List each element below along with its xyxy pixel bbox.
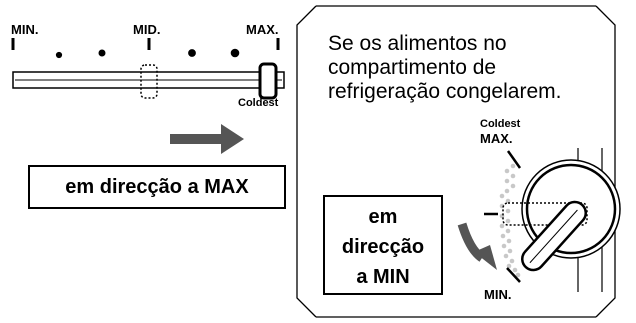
slider-mid-label: MID.	[133, 22, 161, 37]
direction-min-line: direcção	[341, 236, 425, 258]
dial-previous-position	[502, 202, 588, 226]
curved-arrow-icon	[457, 222, 497, 270]
instruction-text: Se os alimentos no compartimento de refr…	[328, 32, 618, 104]
instruction-line: Se os alimentos no	[328, 32, 507, 55]
right-arrow-icon	[170, 124, 244, 154]
dial-knob	[521, 200, 587, 272]
dial-min-label: MIN.	[484, 287, 512, 302]
dial-max-label: MAX.	[480, 131, 513, 146]
scale-dot	[230, 48, 240, 58]
dial-dots	[499, 163, 521, 278]
direction-max-box: em direcção a MAX	[28, 165, 286, 209]
scale-dot	[188, 49, 196, 57]
dial-max-tick	[506, 150, 522, 169]
direction-max-text: em direcção a MAX	[65, 176, 249, 198]
direction-min-box: em direcção a MIN	[323, 195, 443, 295]
instruction-line: compartimento de	[328, 56, 497, 79]
scale-dot	[98, 49, 106, 57]
instruction-line: refrigeração congelarem.	[328, 80, 562, 103]
direction-min-line: em	[368, 206, 398, 228]
dial-icon	[484, 148, 621, 292]
slider-coldest-label: Coldest	[238, 97, 279, 109]
direction-min-line: a MIN	[356, 266, 410, 288]
slider-max-label: MAX.	[246, 22, 279, 37]
dial-min-tick	[506, 267, 521, 283]
slider-min-label: MIN.	[11, 22, 39, 37]
dial-coldest-label: Coldest	[480, 118, 521, 130]
slider-track	[12, 71, 285, 89]
slider-previous-position	[140, 64, 158, 99]
slider-scale	[11, 38, 280, 59]
slider-knob	[258, 62, 278, 100]
right-panel-outline	[296, 5, 616, 318]
scale-dot	[55, 51, 63, 59]
